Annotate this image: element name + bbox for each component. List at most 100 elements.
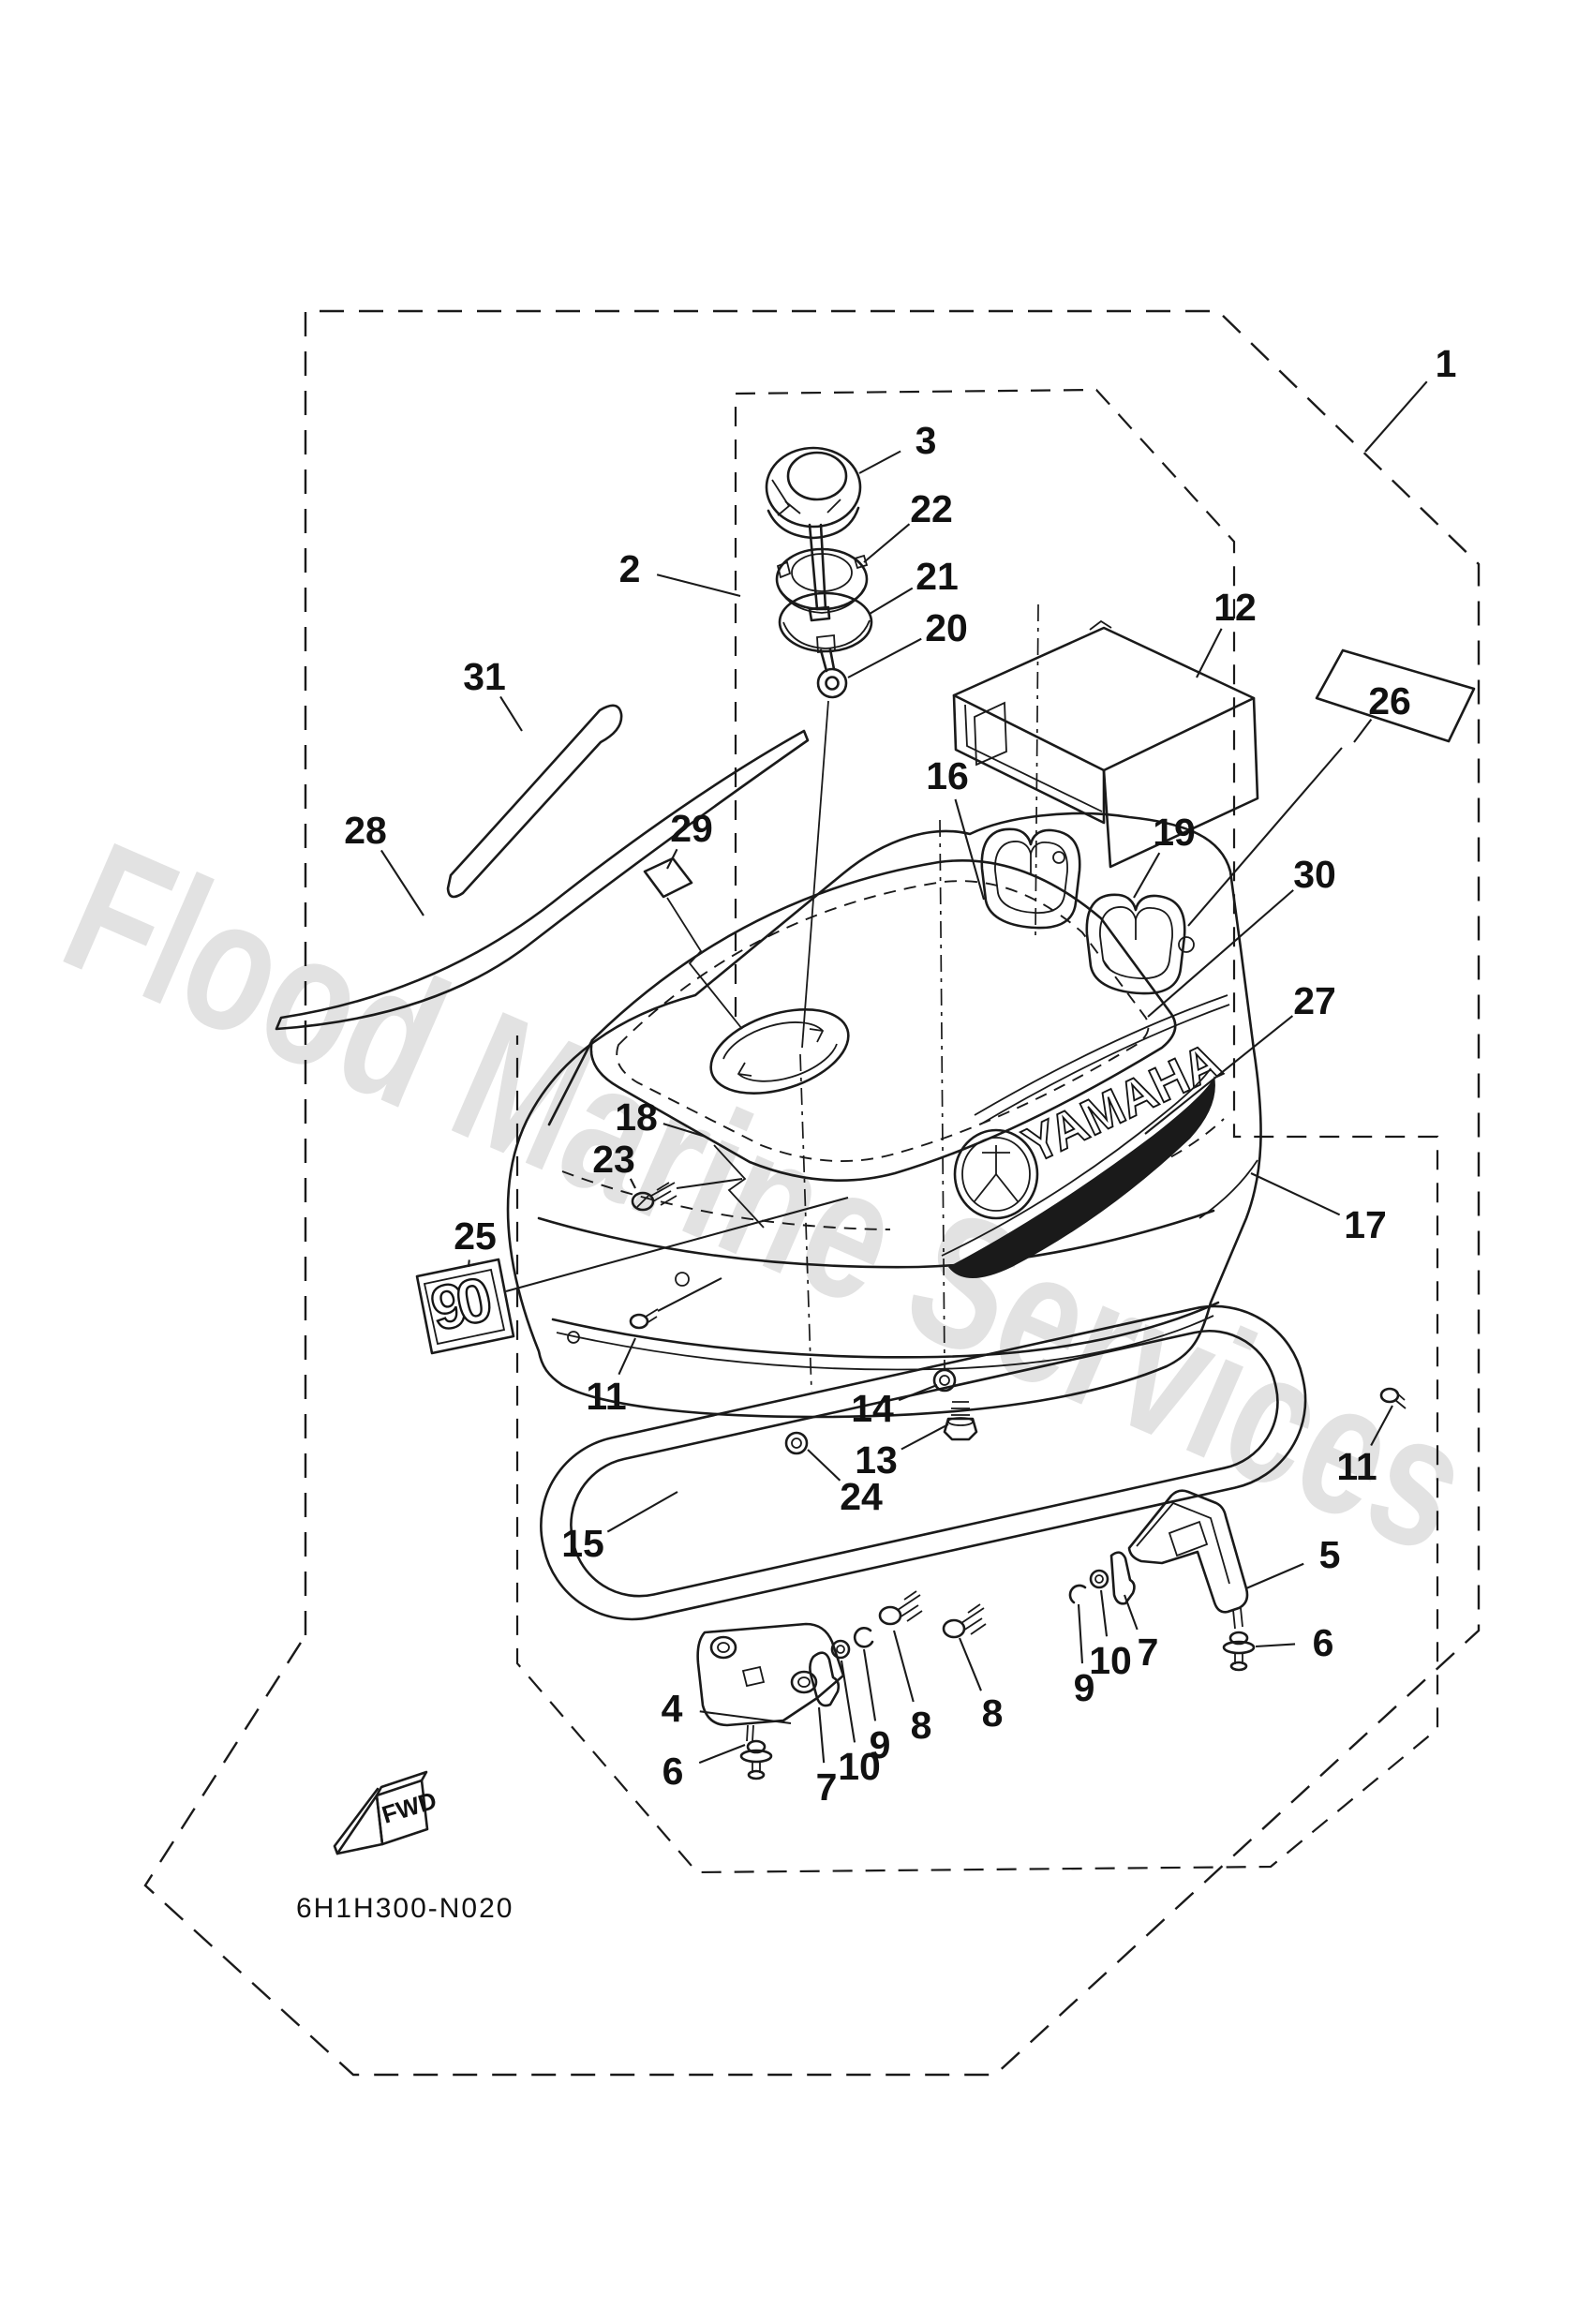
callout-31-label: 31 — [463, 655, 506, 698]
callout-8-label: 8 — [911, 1704, 932, 1747]
washer-10-left — [830, 1639, 851, 1660]
pad-29 — [643, 857, 693, 899]
callout-5-leader — [1245, 1562, 1304, 1589]
latch-knob — [765, 446, 862, 529]
right-clamp-group — [942, 1489, 1256, 1672]
callout-14-leader — [898, 1384, 938, 1402]
fwd-arrow: FWD — [333, 1770, 439, 1855]
hook-7-left — [809, 1651, 841, 1707]
callout-7-label: 7 — [816, 1765, 838, 1809]
callout-9-label: 9 — [870, 1723, 891, 1766]
callout-27-leader — [1144, 1015, 1294, 1135]
callout-3-leader — [858, 450, 901, 474]
callout-22-label: 22 — [910, 487, 953, 530]
latch-knob-assembly — [765, 446, 873, 699]
callout-11-label: 11 — [586, 1375, 626, 1418]
callout-13-leader — [901, 1423, 949, 1451]
callout-8-leader — [959, 1637, 982, 1691]
callout-9-label: 9 — [1074, 1666, 1095, 1709]
flange-hole — [675, 1272, 690, 1287]
bolt-13 — [943, 1401, 978, 1441]
latch-hook-eye — [816, 667, 848, 699]
callout-26-leader — [1353, 719, 1373, 743]
callout-19-label: 19 — [1153, 811, 1196, 854]
callout-1-leader — [1364, 380, 1428, 453]
washer-10-right — [1089, 1569, 1109, 1589]
callout-30-leader — [1147, 889, 1294, 1018]
flange-hole — [567, 1331, 580, 1344]
graphic-stripes — [275, 704, 810, 1031]
callout-17-leader — [1250, 1172, 1341, 1216]
callout-7-leader — [817, 1706, 826, 1764]
screw-23 — [631, 1177, 743, 1212]
badge-90-text: 90 — [425, 1263, 499, 1344]
black-stripe-decal — [948, 1076, 1215, 1278]
callout-20-leader — [847, 637, 922, 678]
callout-24-leader — [807, 1449, 841, 1482]
callout-19-leader — [1133, 852, 1161, 899]
callout-8-label: 8 — [982, 1691, 1004, 1735]
callout-31-leader — [499, 695, 523, 732]
watermark-text: Flood Marine Services — [38, 803, 1496, 1593]
callout-11-leader — [1370, 1405, 1393, 1447]
callout-18-label: 18 — [615, 1095, 658, 1139]
axis-lines — [799, 603, 1039, 1393]
cowling-silhouette — [506, 812, 1262, 1419]
callout-10-label: 10 — [838, 1745, 881, 1788]
side-molding — [974, 994, 1228, 1116]
callout-27-label: 27 — [1293, 979, 1336, 1022]
callout-23-leader — [629, 1178, 636, 1189]
intake-cover — [952, 619, 1259, 869]
callout-8-leader — [892, 1630, 915, 1703]
break-zigzag — [666, 897, 743, 1030]
callout-10-leader — [1099, 1589, 1109, 1637]
mount-cup-rear — [980, 827, 1081, 930]
callout-12-label: 12 — [1213, 586, 1257, 629]
grommet-6-left — [739, 1739, 773, 1780]
callout-20-label: 20 — [925, 606, 968, 649]
callout-9-leader — [862, 1648, 877, 1721]
lower-molding-17 — [1198, 1159, 1258, 1219]
callout-2-leader — [656, 574, 741, 598]
callout-3-label: 3 — [916, 419, 937, 462]
mount-cup-front — [1085, 893, 1186, 995]
callout-23-label: 23 — [592, 1138, 635, 1181]
callout-2-label: 2 — [619, 547, 641, 590]
callout-7-leader — [1124, 1594, 1139, 1631]
latch-hook-stem — [819, 648, 828, 673]
callout-25-label: 25 — [454, 1214, 497, 1258]
callout-9-leader — [1077, 1603, 1084, 1664]
callout-6-leader — [1255, 1643, 1296, 1648]
inner-dashed-border — [515, 388, 1439, 1874]
rear-bolt-hole — [1178, 936, 1195, 953]
latch-ring-upper — [775, 547, 869, 611]
callout-18-leader — [662, 1123, 707, 1139]
screw-11-left — [629, 1277, 722, 1330]
break-zigzag — [713, 1144, 765, 1229]
yamaha-roundel — [953, 1128, 1039, 1220]
callout-29-label: 29 — [670, 807, 713, 850]
grommet-6-right — [1222, 1631, 1256, 1672]
bracket-4 — [696, 1622, 845, 1727]
cowling-top-rim — [589, 858, 1177, 1182]
pad-26-position-line — [1187, 747, 1343, 927]
callout-15-leader — [606, 1491, 678, 1533]
callout-28-leader — [380, 849, 424, 916]
callout-7-label: 7 — [1138, 1631, 1159, 1674]
callout-5-label: 5 — [1319, 1533, 1341, 1576]
callout-15-label: 15 — [561, 1522, 604, 1565]
latch-hole — [709, 1007, 850, 1095]
construction-borders — [143, 309, 1481, 2077]
washer-24 — [784, 1431, 809, 1455]
mount-cups — [980, 827, 1186, 995]
callout-30-label: 30 — [1293, 853, 1336, 896]
latch-shaft — [808, 523, 819, 611]
screw-11-right — [1379, 1387, 1407, 1409]
badge-position-line — [505, 1196, 849, 1293]
part-code: 6H1H300-N020 — [296, 1893, 514, 1924]
hook-7-right — [1109, 1551, 1136, 1605]
pad-26 — [1315, 648, 1476, 743]
callout-29-leader — [666, 848, 678, 870]
callout-28-label: 28 — [344, 809, 387, 852]
